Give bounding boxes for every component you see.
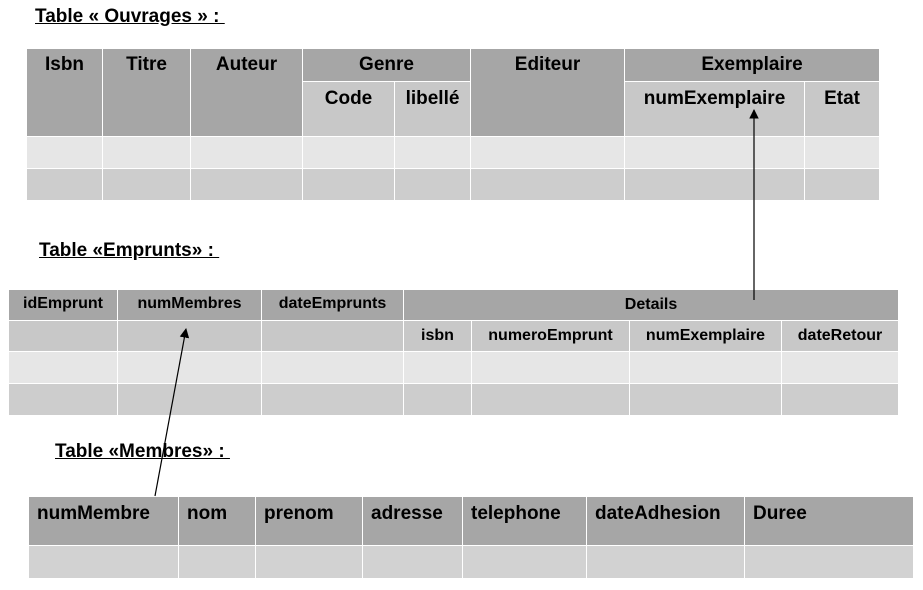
table-row	[26, 168, 881, 201]
subcol-header-numexemplaire: numExemplaire	[624, 81, 806, 137]
table-cell	[8, 320, 118, 352]
col-header-titre: Titre	[102, 48, 191, 137]
col-header-editeur: Editeur	[470, 48, 626, 137]
table-cell	[8, 351, 118, 384]
table-cell	[190, 168, 303, 201]
table-cell	[470, 136, 626, 169]
col-header-prenom: prenom	[255, 496, 363, 546]
table-cell	[471, 383, 630, 416]
col-header-nummembres: numMembres	[117, 289, 262, 321]
col-header-dateemprunts: dateEmprunts	[261, 289, 404, 321]
table-cell	[462, 545, 587, 579]
table-cell	[362, 545, 463, 579]
table-cell	[28, 545, 179, 579]
table-cell	[780, 383, 900, 416]
table-cell	[624, 168, 806, 201]
table-cell	[102, 168, 191, 201]
subcol-header-code: Code	[302, 81, 395, 137]
table-cell	[255, 545, 363, 579]
table-cell	[403, 383, 472, 416]
table-cell	[586, 545, 745, 579]
subcol-header-etat: Etat	[804, 81, 881, 137]
table-cell	[261, 351, 404, 384]
col-header-telephone: telephone	[462, 496, 587, 546]
col-header-nummembre: numMembre	[28, 496, 179, 546]
table-cell	[629, 351, 782, 384]
col-header-genre: Genre	[301, 48, 472, 82]
table-cell	[8, 383, 118, 416]
table-row	[26, 136, 881, 169]
table-cell	[780, 351, 900, 384]
header-row: numMembre nom prenom adresse telephone d…	[28, 496, 914, 546]
table-row	[8, 351, 900, 384]
header-row: Isbn Titre Auteur Genre Editeur Exemplai…	[26, 48, 881, 137]
col-header-dateadhesion: dateAdhesion	[586, 496, 745, 546]
title-ouvrages: Table « Ouvrages » :	[35, 6, 225, 27]
col-header-details: Details	[402, 289, 900, 321]
table-cell	[117, 320, 262, 352]
table-cell	[393, 168, 472, 201]
subcol-header-isbn: isbn	[403, 320, 472, 352]
header-row: idEmprunt numMembres dateEmprunts Detail…	[8, 289, 900, 321]
subcol-header-numexemplaire: numExemplaire	[629, 320, 782, 352]
table-emprunts: idEmprunt numMembres dateEmprunts Detail…	[8, 289, 900, 416]
table-cell	[190, 136, 303, 169]
table-cell	[403, 351, 472, 384]
table-cell	[26, 168, 103, 201]
table-ouvrages: Isbn Titre Auteur Genre Editeur Exemplai…	[26, 48, 881, 201]
table-cell	[302, 168, 395, 201]
col-header-nom: nom	[178, 496, 256, 546]
table-cell	[178, 545, 256, 579]
col-header-adresse: adresse	[362, 496, 463, 546]
table-row	[28, 545, 914, 579]
table-cell	[744, 545, 914, 579]
table-cell	[624, 136, 806, 169]
subheader-row: Code libellé numExemplaire Etat	[26, 81, 881, 137]
subcol-header-libelle: libellé	[393, 81, 472, 137]
title-membres: Table «Membres» :	[55, 441, 230, 462]
subheader-row: isbn numeroEmprunt numExemplaire dateRet…	[8, 320, 900, 352]
title-emprunts: Table «Emprunts» :	[39, 240, 220, 261]
subcol-header-numeroemprunt: numeroEmprunt	[471, 320, 630, 352]
table-cell	[117, 351, 262, 384]
col-header-exemplaire: Exemplaire	[624, 48, 881, 82]
col-header-isbn: Isbn	[26, 48, 103, 137]
table-cell	[261, 383, 404, 416]
table-cell	[302, 136, 395, 169]
table-cell	[117, 383, 262, 416]
table-cell	[470, 168, 626, 201]
col-header-idemprunt: idEmprunt	[8, 289, 118, 321]
table-membres: numMembre nom prenom adresse telephone d…	[28, 496, 914, 579]
table-cell	[471, 351, 630, 384]
table-cell	[629, 383, 782, 416]
col-header-auteur: Auteur	[190, 48, 303, 137]
table-cell	[26, 136, 103, 169]
table-cell	[261, 320, 404, 352]
table-cell	[804, 168, 881, 201]
subcol-header-dateretour: dateRetour	[780, 320, 900, 352]
table-row	[8, 383, 900, 416]
table-cell	[102, 136, 191, 169]
table-cell	[393, 136, 472, 169]
table-cell	[804, 136, 881, 169]
col-header-duree: Duree	[744, 496, 914, 546]
